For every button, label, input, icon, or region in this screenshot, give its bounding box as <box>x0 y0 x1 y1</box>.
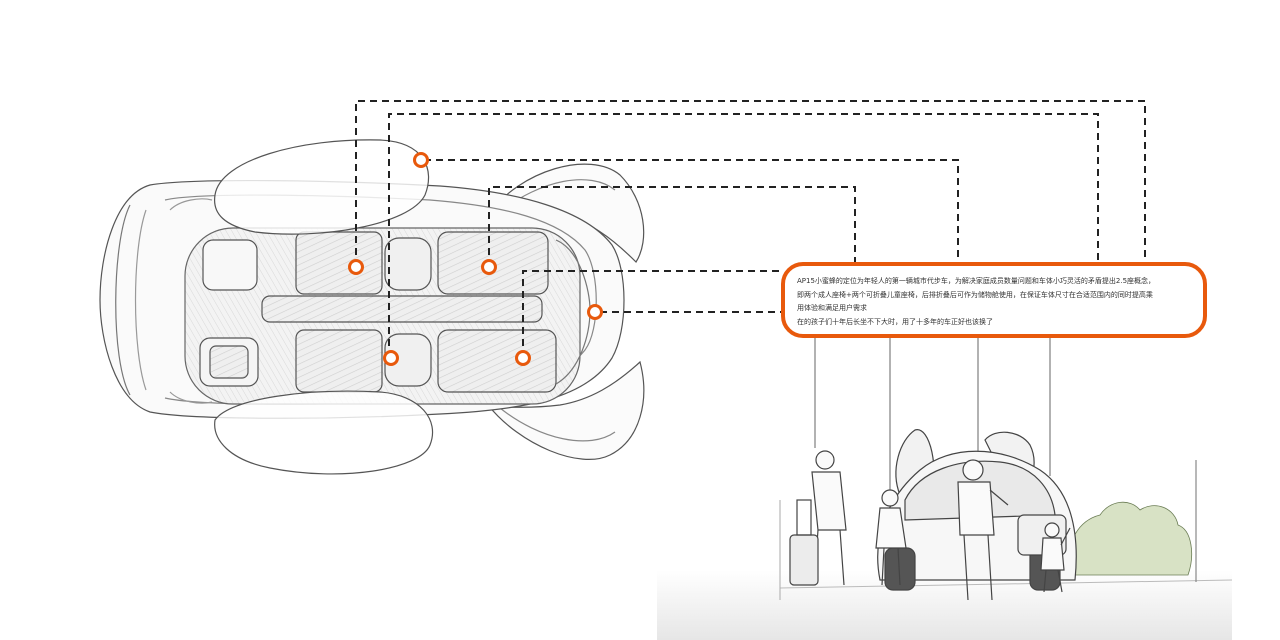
adult-man-sketch <box>789 450 847 586</box>
lower-door-wing <box>486 360 645 460</box>
hotspot-markers <box>348 152 603 366</box>
description-callout: AP15小蜜蜂的定位为年轻人的第一辆城市代步车，为解决家庭成员数量问题和车体小巧… <box>781 262 1207 338</box>
front-left-seat <box>295 231 383 295</box>
adult-loading-sketch <box>957 459 1009 601</box>
leader-line-rear-left-seat <box>355 100 1146 267</box>
description-line-2: 即两个成人座椅+两个可折叠儿童座椅，后排折叠后可作为储物舱使用，在保证车体尺寸在… <box>797 290 1153 299</box>
front-doors-open <box>213 139 434 475</box>
callout-connectors <box>814 338 1051 490</box>
front-right-seat <box>295 329 383 393</box>
description-line-1: AP15小蜜蜂的定位为年轻人的第一辆城市代步车，为解决家庭成员数量问题和车体小巧… <box>797 277 1156 285</box>
leader-line-front-right-seat <box>522 270 781 358</box>
leader-lines <box>355 100 1146 358</box>
rear-right-seat <box>437 329 557 393</box>
description-line-4: 在的孩子们十年后长坐不下大时，用了十多年的车正好也该换了 <box>797 317 993 326</box>
leader-line-rear-right-seat <box>488 186 856 267</box>
hotspot-front-door[interactable] <box>413 152 429 168</box>
hotspot-front-left-seat[interactable] <box>383 350 399 366</box>
hotspot-front-right-seat[interactable] <box>515 350 531 366</box>
car-top-view <box>99 163 645 460</box>
girl-sketch <box>875 489 907 586</box>
leader-line-front-door <box>424 159 959 262</box>
description-line-3: 用体验和满足用户需求 <box>797 304 867 312</box>
upper-front-door <box>213 139 430 235</box>
hotspot-trunk[interactable] <box>587 304 603 320</box>
leader-line-front-left-seat <box>388 113 1099 358</box>
hotspot-rear-right-seat[interactable] <box>481 259 497 275</box>
hotspot-rear-left-seat[interactable] <box>348 259 364 275</box>
bush-sketch <box>1067 501 1193 576</box>
family-scene-sketch <box>657 429 1233 640</box>
lower-front-door <box>214 390 434 475</box>
boy-sketch <box>1040 522 1071 593</box>
